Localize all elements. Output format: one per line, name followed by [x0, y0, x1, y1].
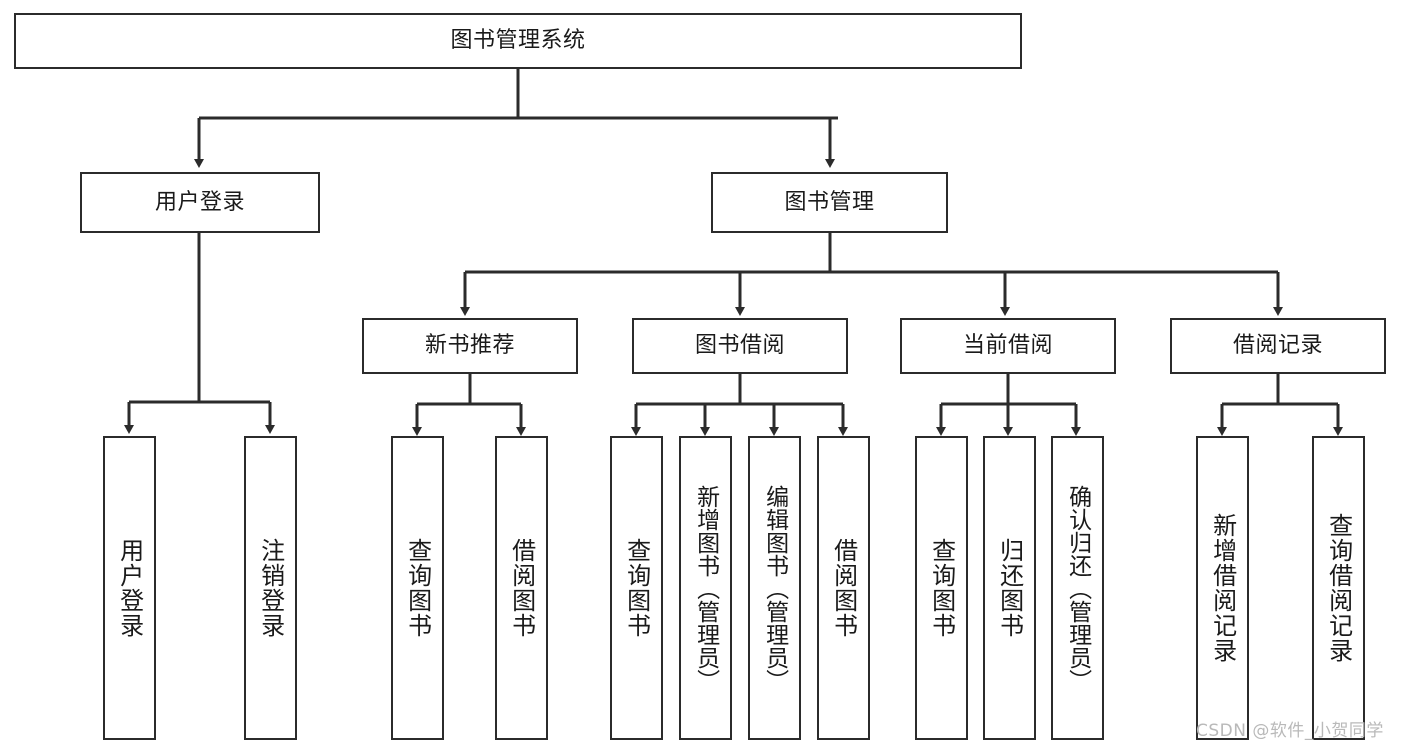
node-leaf-borrow-book-newbook-label: 借阅图书: [507, 538, 536, 638]
node-leaf-edit-book-admin-label: 编辑图书（管理员）: [761, 484, 788, 692]
node-leaf-borrow-book-newbook[interactable]: 借阅图书: [495, 436, 548, 740]
node-leaf-add-book-admin-label: 新增图书（管理员）: [692, 484, 719, 692]
node-leaf-query-borrow-record-label: 查询借阅记录: [1324, 513, 1353, 663]
node-user-login-label: 用户登录: [154, 189, 245, 215]
node-leaf-add-borrow-record-label: 新增借阅记录: [1208, 513, 1237, 663]
node-leaf-edit-book-admin[interactable]: 编辑图书（管理员）: [748, 436, 801, 740]
node-book-borrow[interactable]: 图书借阅: [632, 318, 848, 374]
node-leaf-user-login-label: 用户登录: [115, 538, 144, 638]
node-leaf-return-book[interactable]: 归还图书: [983, 436, 1036, 740]
node-current-borrow-label: 当前借阅: [962, 333, 1053, 359]
node-user-login[interactable]: 用户登录: [80, 172, 320, 233]
node-current-borrow[interactable]: 当前借阅: [900, 318, 1116, 374]
node-root[interactable]: 图书管理系统: [14, 13, 1022, 69]
node-leaf-query-book-borrow[interactable]: 查询图书: [610, 436, 663, 740]
node-book-management[interactable]: 图书管理: [711, 172, 948, 233]
node-leaf-query-book-newbook-label: 查询图书: [403, 538, 432, 638]
node-leaf-query-book-current[interactable]: 查询图书: [915, 436, 968, 740]
node-leaf-add-book-admin[interactable]: 新增图书（管理员）: [679, 436, 732, 740]
node-leaf-return-book-label: 归还图书: [995, 538, 1024, 638]
node-leaf-query-book-newbook[interactable]: 查询图书: [391, 436, 444, 740]
node-leaf-user-login[interactable]: 用户登录: [103, 436, 156, 740]
watermark: CSDN @软件_小贺同学: [1196, 716, 1384, 741]
node-leaf-query-borrow-record[interactable]: 查询借阅记录: [1312, 436, 1365, 740]
node-leaf-borrow-book-label: 借阅图书: [829, 538, 858, 638]
node-borrow-records[interactable]: 借阅记录: [1170, 318, 1386, 374]
node-leaf-confirm-return-admin-label: 确认归还（管理员）: [1064, 484, 1091, 692]
node-book-borrow-label: 图书借阅: [694, 333, 785, 359]
node-leaf-query-book-current-label: 查询图书: [927, 538, 956, 638]
node-new-book-recommend[interactable]: 新书推荐: [362, 318, 578, 374]
node-borrow-records-label: 借阅记录: [1232, 333, 1323, 359]
node-root-label: 图书管理系统: [450, 28, 586, 54]
watermark-text: CSDN @软件_小贺同学: [1196, 721, 1384, 741]
node-leaf-logout[interactable]: 注销登录: [244, 436, 297, 740]
node-leaf-add-borrow-record[interactable]: 新增借阅记录: [1196, 436, 1249, 740]
node-leaf-logout-label: 注销登录: [256, 538, 285, 638]
node-book-management-label: 图书管理: [784, 189, 875, 215]
node-leaf-confirm-return-admin[interactable]: 确认归还（管理员）: [1051, 436, 1104, 740]
node-leaf-borrow-book[interactable]: 借阅图书: [817, 436, 870, 740]
node-leaf-query-book-borrow-label: 查询图书: [622, 538, 651, 638]
node-new-book-recommend-label: 新书推荐: [424, 333, 515, 359]
